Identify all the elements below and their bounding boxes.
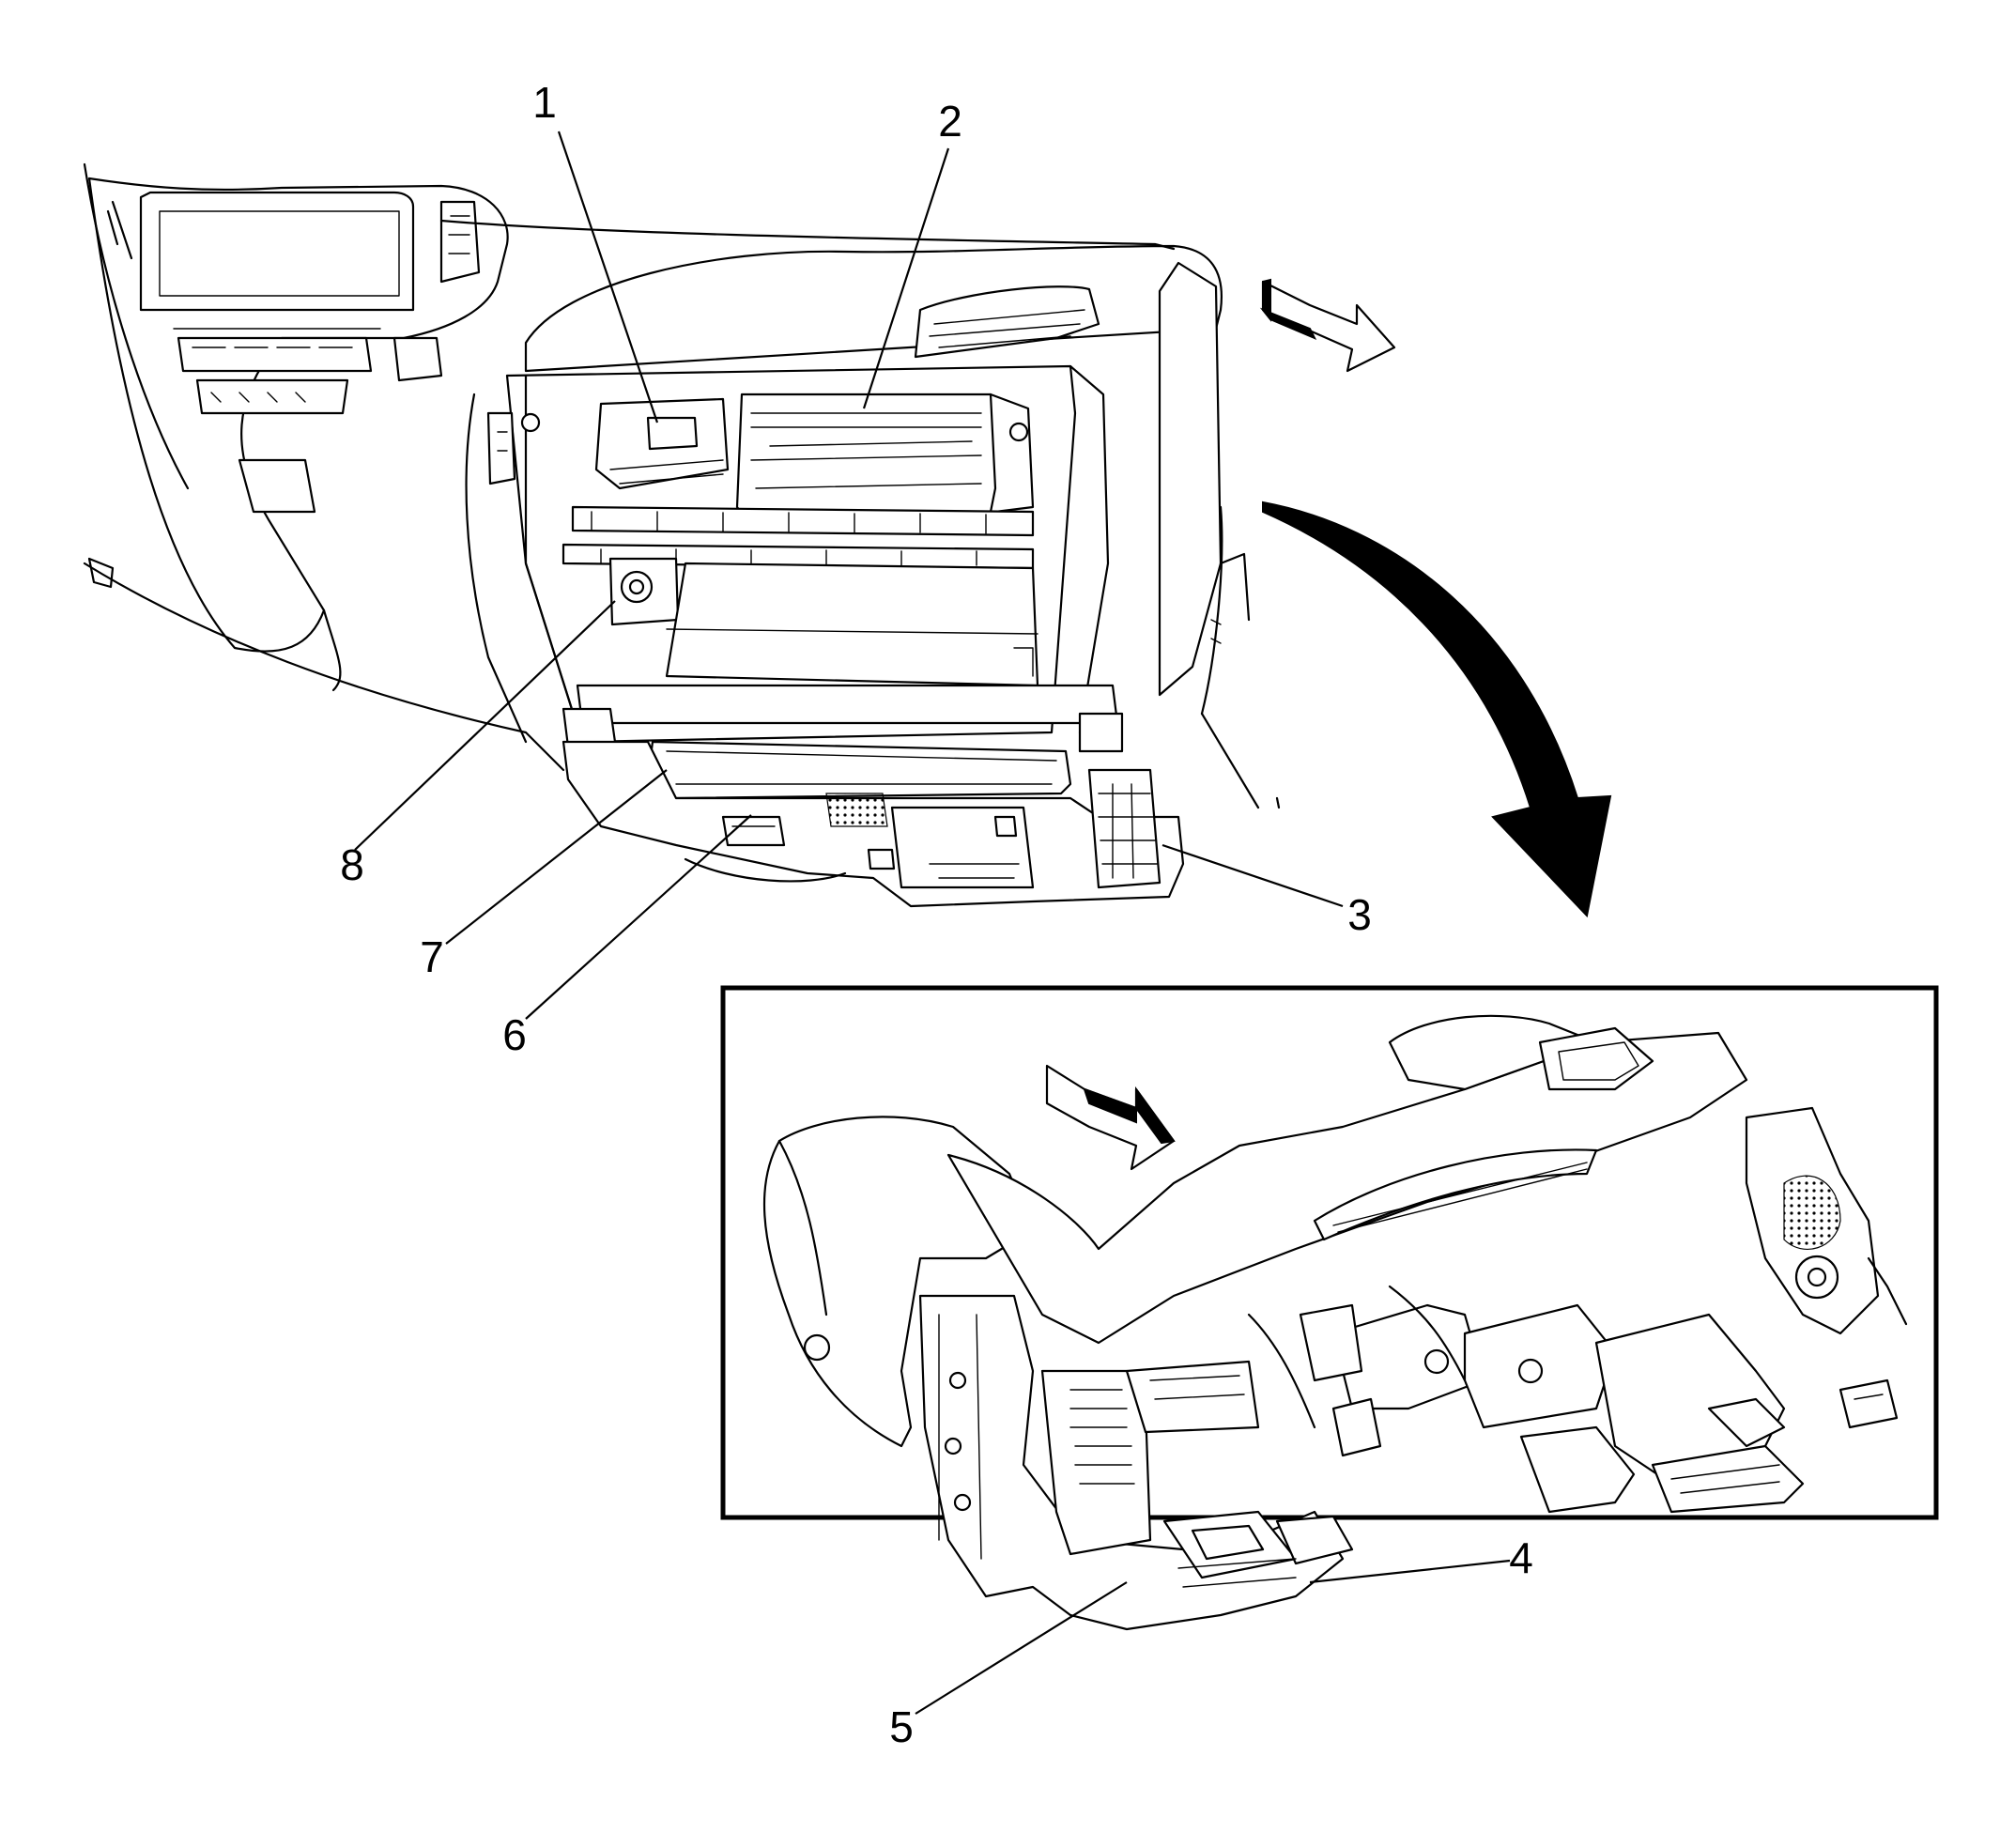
callout-6: 6 <box>502 1010 527 1059</box>
callout-4: 4 <box>1509 1533 1533 1582</box>
callout-5: 5 <box>889 1702 914 1751</box>
callout-1: 1 <box>532 78 557 127</box>
lower-knee-trim-panel <box>562 740 1185 908</box>
forward-arrow-icon <box>1259 278 1396 373</box>
inset-instrument-panel-illustration <box>762 1014 1908 1631</box>
leader-3 <box>1162 843 1344 908</box>
component-8-fastener <box>608 557 680 626</box>
leader-4 <box>1309 1559 1511 1584</box>
callout-2: 2 <box>938 97 962 146</box>
callout-leaders <box>354 131 1511 1715</box>
dash-top <box>439 219 1223 697</box>
lower-duct-area <box>562 562 1124 753</box>
component-3-connectors <box>1087 768 1162 889</box>
component-1-module <box>594 397 730 490</box>
leader-5 <box>915 1581 1128 1715</box>
curved-down-arrow-icon <box>1262 500 1612 918</box>
center-stack <box>87 177 509 653</box>
callout-8: 8 <box>340 840 364 889</box>
upper-instrument-panel-illustration <box>83 162 1281 908</box>
lower-trim-sweep <box>83 162 565 772</box>
leader-2 <box>862 147 950 409</box>
leader-8 <box>354 600 616 851</box>
callout-labels: 1 2 3 4 5 6 7 8 <box>340 78 1533 1751</box>
forward-arrow-icon <box>1045 1064 1176 1171</box>
callout-7: 7 <box>420 932 444 981</box>
leader-7 <box>445 769 668 945</box>
callout-3: 3 <box>1347 890 1372 939</box>
right-side-panel <box>1200 505 1281 809</box>
leader-1 <box>557 131 659 424</box>
glovebox-shelf-rails <box>562 505 1035 570</box>
leader-6 <box>525 814 752 1020</box>
